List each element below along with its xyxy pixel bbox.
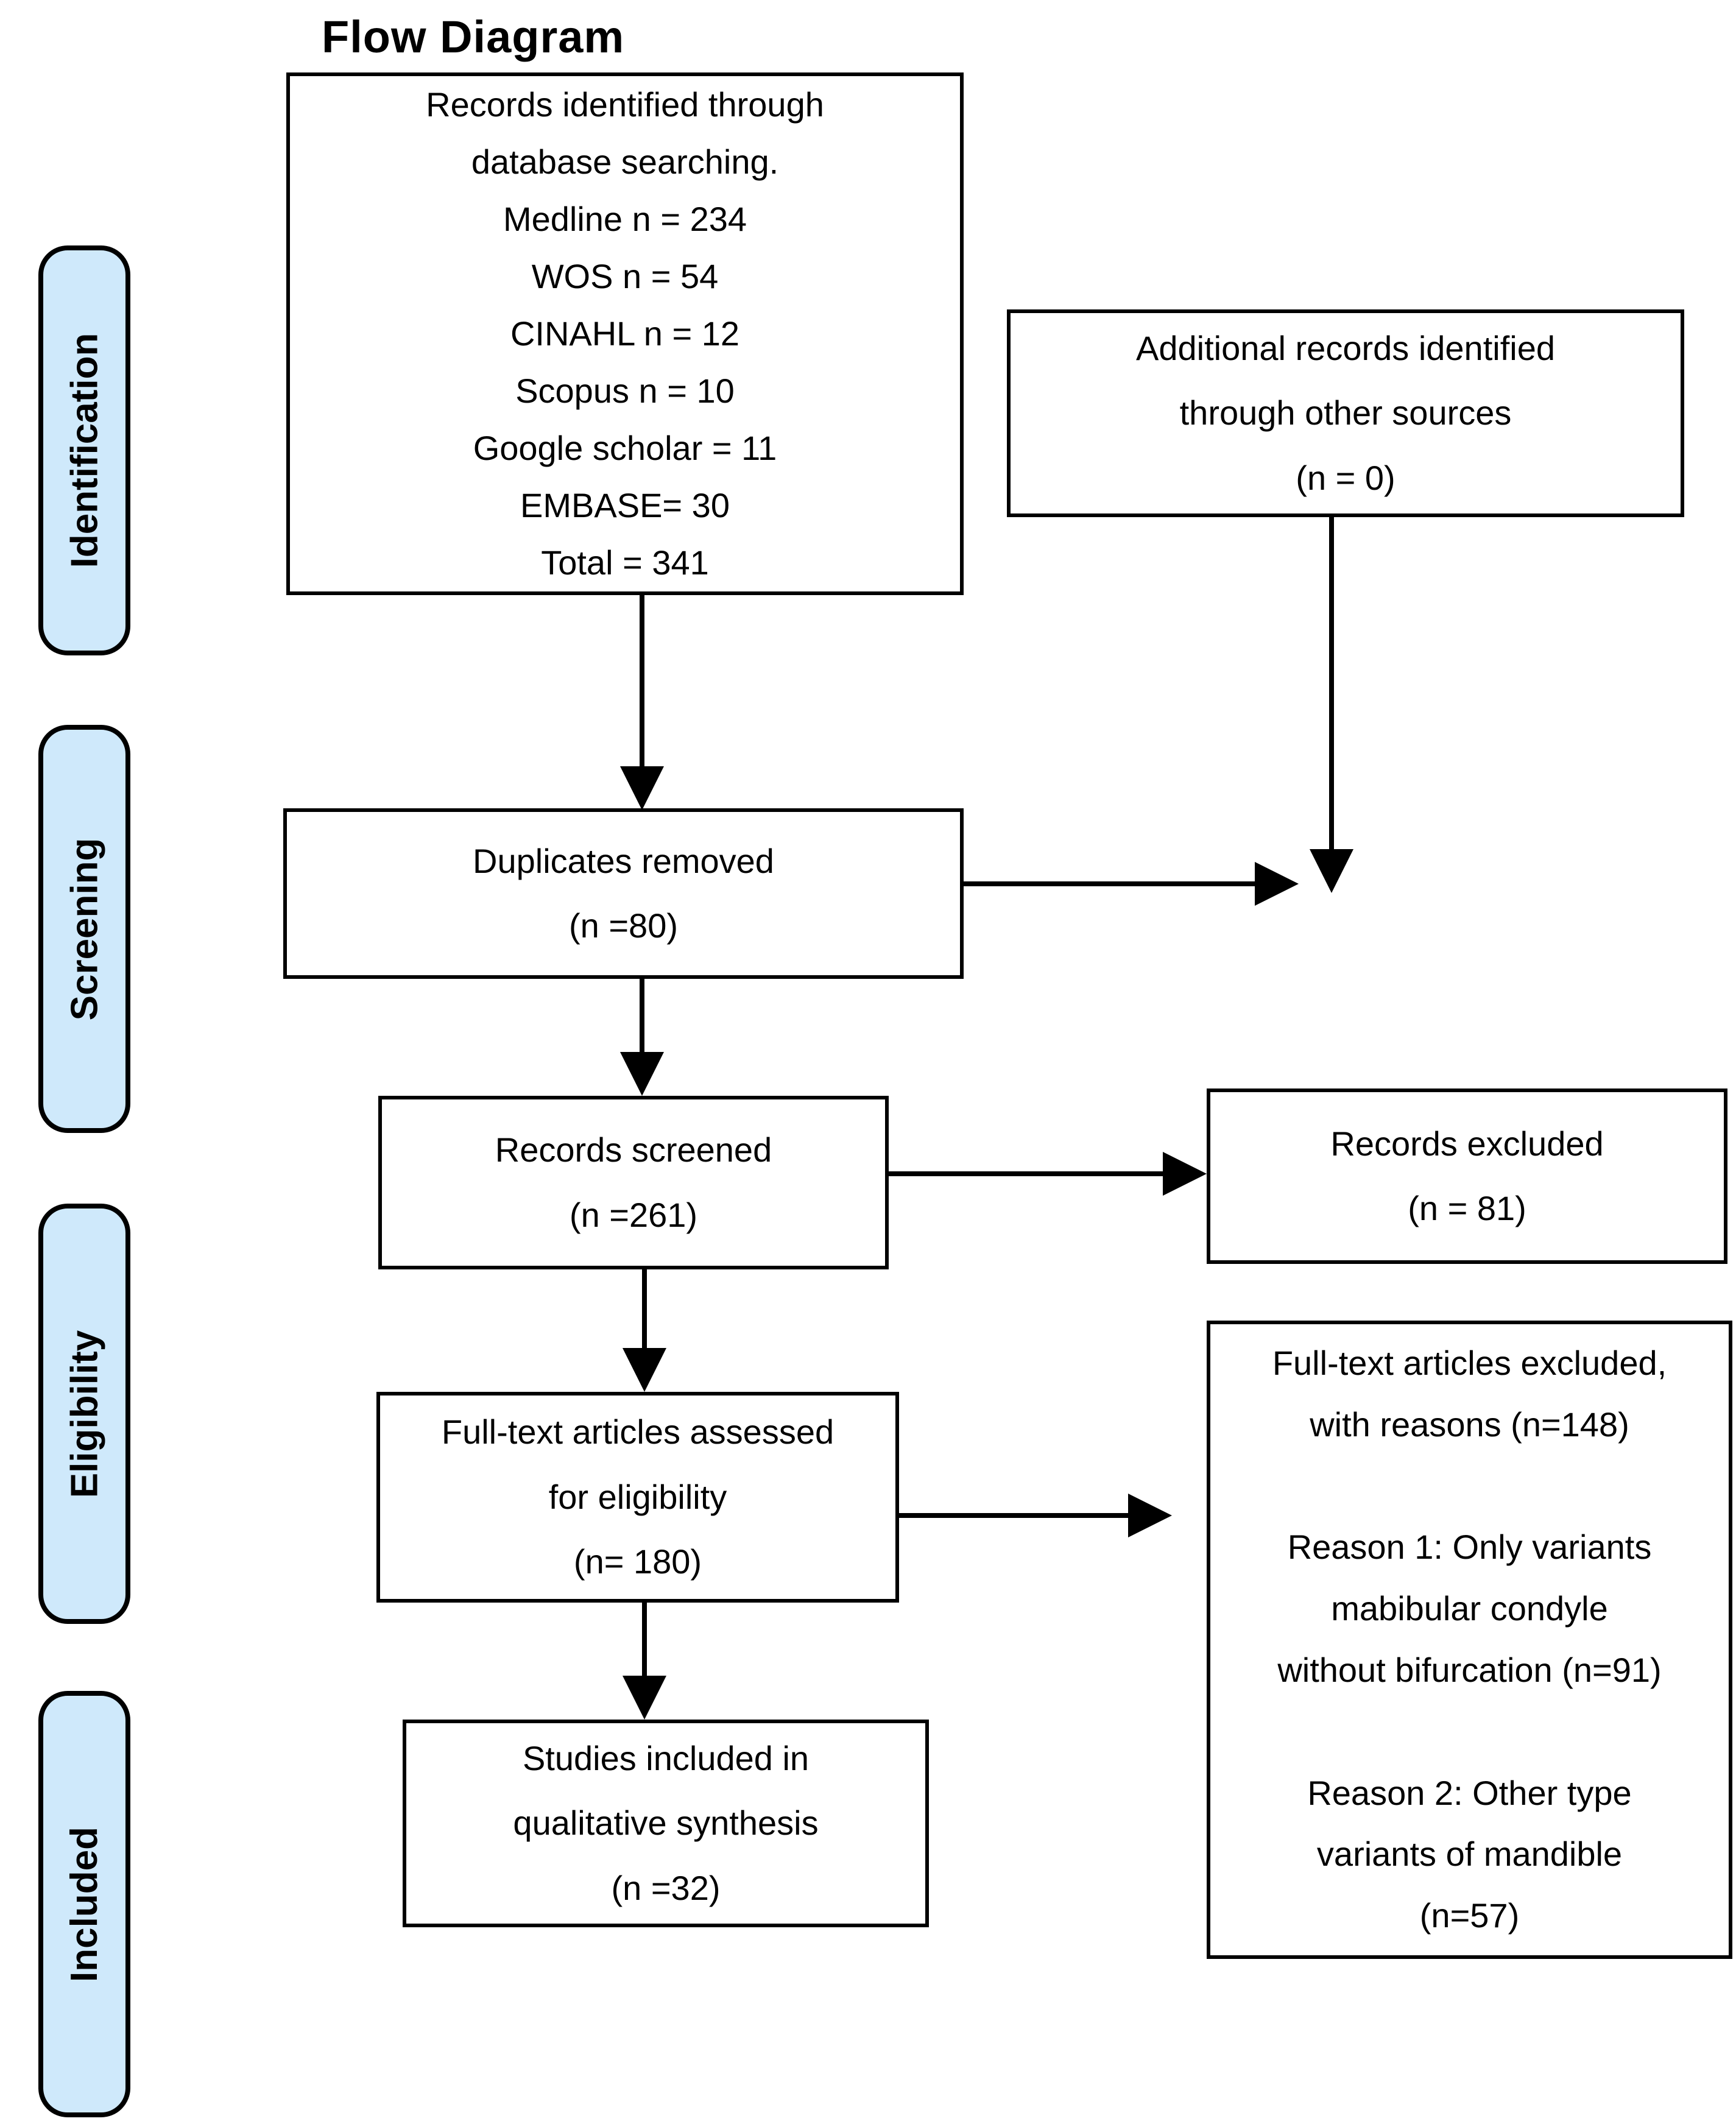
box-fulltext-assessed: Full-text articles assessed for eligibil…	[376, 1392, 899, 1603]
box-text-line: database searching.	[471, 142, 779, 181]
stage-eligibility-label: Eligibility	[63, 1330, 105, 1498]
stage-screening: Screening	[38, 725, 130, 1133]
stage-eligibility: Eligibility	[38, 1204, 130, 1624]
box-text-line: without bifurcation (n=91)	[1277, 1651, 1662, 1689]
box-text-line: variants of mandible	[1316, 1835, 1623, 1874]
arrow-fulltext-to-included	[623, 1603, 666, 1720]
box-fulltext-excluded: Full-text articles excluded, with reason…	[1207, 1321, 1732, 1959]
stage-included-label: Included	[63, 1826, 105, 1982]
arrow-duplicates-to-screened	[620, 979, 664, 1096]
box-text-line: qualitative synthesis	[513, 1804, 819, 1843]
box-text-line: (n =261)	[569, 1195, 698, 1234]
box-studies-included: Studies included in qualitative synthesi…	[403, 1720, 929, 1927]
box-records-identified: Records identified through database sear…	[286, 72, 964, 595]
box-text-line: for eligibility	[548, 1477, 727, 1516]
box-text-line: (n= 180)	[573, 1542, 702, 1581]
arrow-identified-to-duplicates	[620, 595, 664, 810]
arrow-duplicates-right	[964, 862, 1299, 906]
box-text-line: Full-text articles assessed	[441, 1413, 834, 1452]
box-text-line: with reasons (n=148)	[1310, 1405, 1629, 1444]
box-text-line: Reason 2: Other type	[1307, 1773, 1632, 1812]
box-text-line: (n = 81)	[1408, 1189, 1526, 1227]
box-text-line: Medline n = 234	[503, 199, 747, 238]
box-text-line: (n = 0)	[1296, 458, 1396, 497]
box-text-line: Duplicates removed	[473, 841, 774, 880]
box-text-line: Records screened	[495, 1131, 772, 1170]
box-text-line: mabibular condyle	[1331, 1589, 1608, 1628]
box-additional-records: Additional records identified through ot…	[1007, 309, 1684, 517]
arrow-fulltext-to-excluded	[899, 1494, 1172, 1537]
box-text-line: WOS n = 54	[531, 256, 719, 295]
box-text-line: (n =32)	[611, 1868, 721, 1907]
box-text-line: Records identified through	[426, 85, 824, 124]
box-text-line: Records excluded	[1330, 1124, 1604, 1163]
stage-identification-label: Identification	[63, 333, 105, 568]
box-text-line: Google scholar = 11	[473, 429, 777, 468]
page-title: Flow Diagram	[322, 12, 625, 62]
box-text-line: Full-text articles excluded,	[1272, 1344, 1667, 1383]
box-duplicates-removed: Duplicates removed (n =80)	[283, 808, 964, 979]
stage-identification: Identification	[38, 245, 130, 655]
stage-included: Included	[38, 1691, 130, 2117]
box-text-line: Additional records identified	[1136, 328, 1555, 367]
stage-screening-label: Screening	[63, 838, 105, 1020]
arrow-screened-to-fulltext	[623, 1269, 666, 1392]
box-text-line: Scopus n = 10	[515, 372, 735, 411]
box-text-line: EMBASE= 30	[520, 486, 730, 525]
box-text-line: (n =80)	[569, 906, 678, 945]
arrow-additional-records-down	[1310, 517, 1353, 893]
box-text-line: Total = 341	[541, 543, 709, 582]
box-text-line: (n=57)	[1419, 1896, 1520, 1935]
box-text-line: Reason 1: Only variants	[1287, 1528, 1652, 1567]
arrow-screened-to-excluded	[889, 1152, 1207, 1196]
box-text-line: CINAHL n = 12	[510, 314, 740, 353]
box-text-line: through other sources	[1179, 393, 1512, 432]
box-records-excluded: Records excluded (n = 81)	[1207, 1088, 1727, 1264]
box-text-line: Studies included in	[522, 1738, 810, 1777]
box-records-screened: Records screened (n =261)	[378, 1096, 889, 1269]
